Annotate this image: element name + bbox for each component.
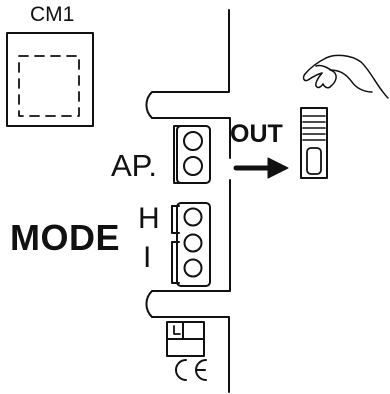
remote-control-icon [300, 107, 328, 179]
mode-terminal-block [171, 202, 211, 287]
mode-label: MODE [10, 217, 120, 258]
cm1-label: CM1 [30, 3, 75, 26]
ce-mark-icon [166, 321, 207, 381]
ap-label: AP. [111, 148, 157, 183]
hand-icon [302, 54, 389, 99]
ap-terminal-block [173, 125, 211, 184]
cm1-module [6, 32, 94, 127]
arrow-right-icon [233, 157, 289, 179]
out-label: OUT [230, 120, 283, 148]
board-outline [145, 9, 231, 393]
i-label: I [143, 241, 152, 274]
h-label: H [138, 202, 160, 235]
